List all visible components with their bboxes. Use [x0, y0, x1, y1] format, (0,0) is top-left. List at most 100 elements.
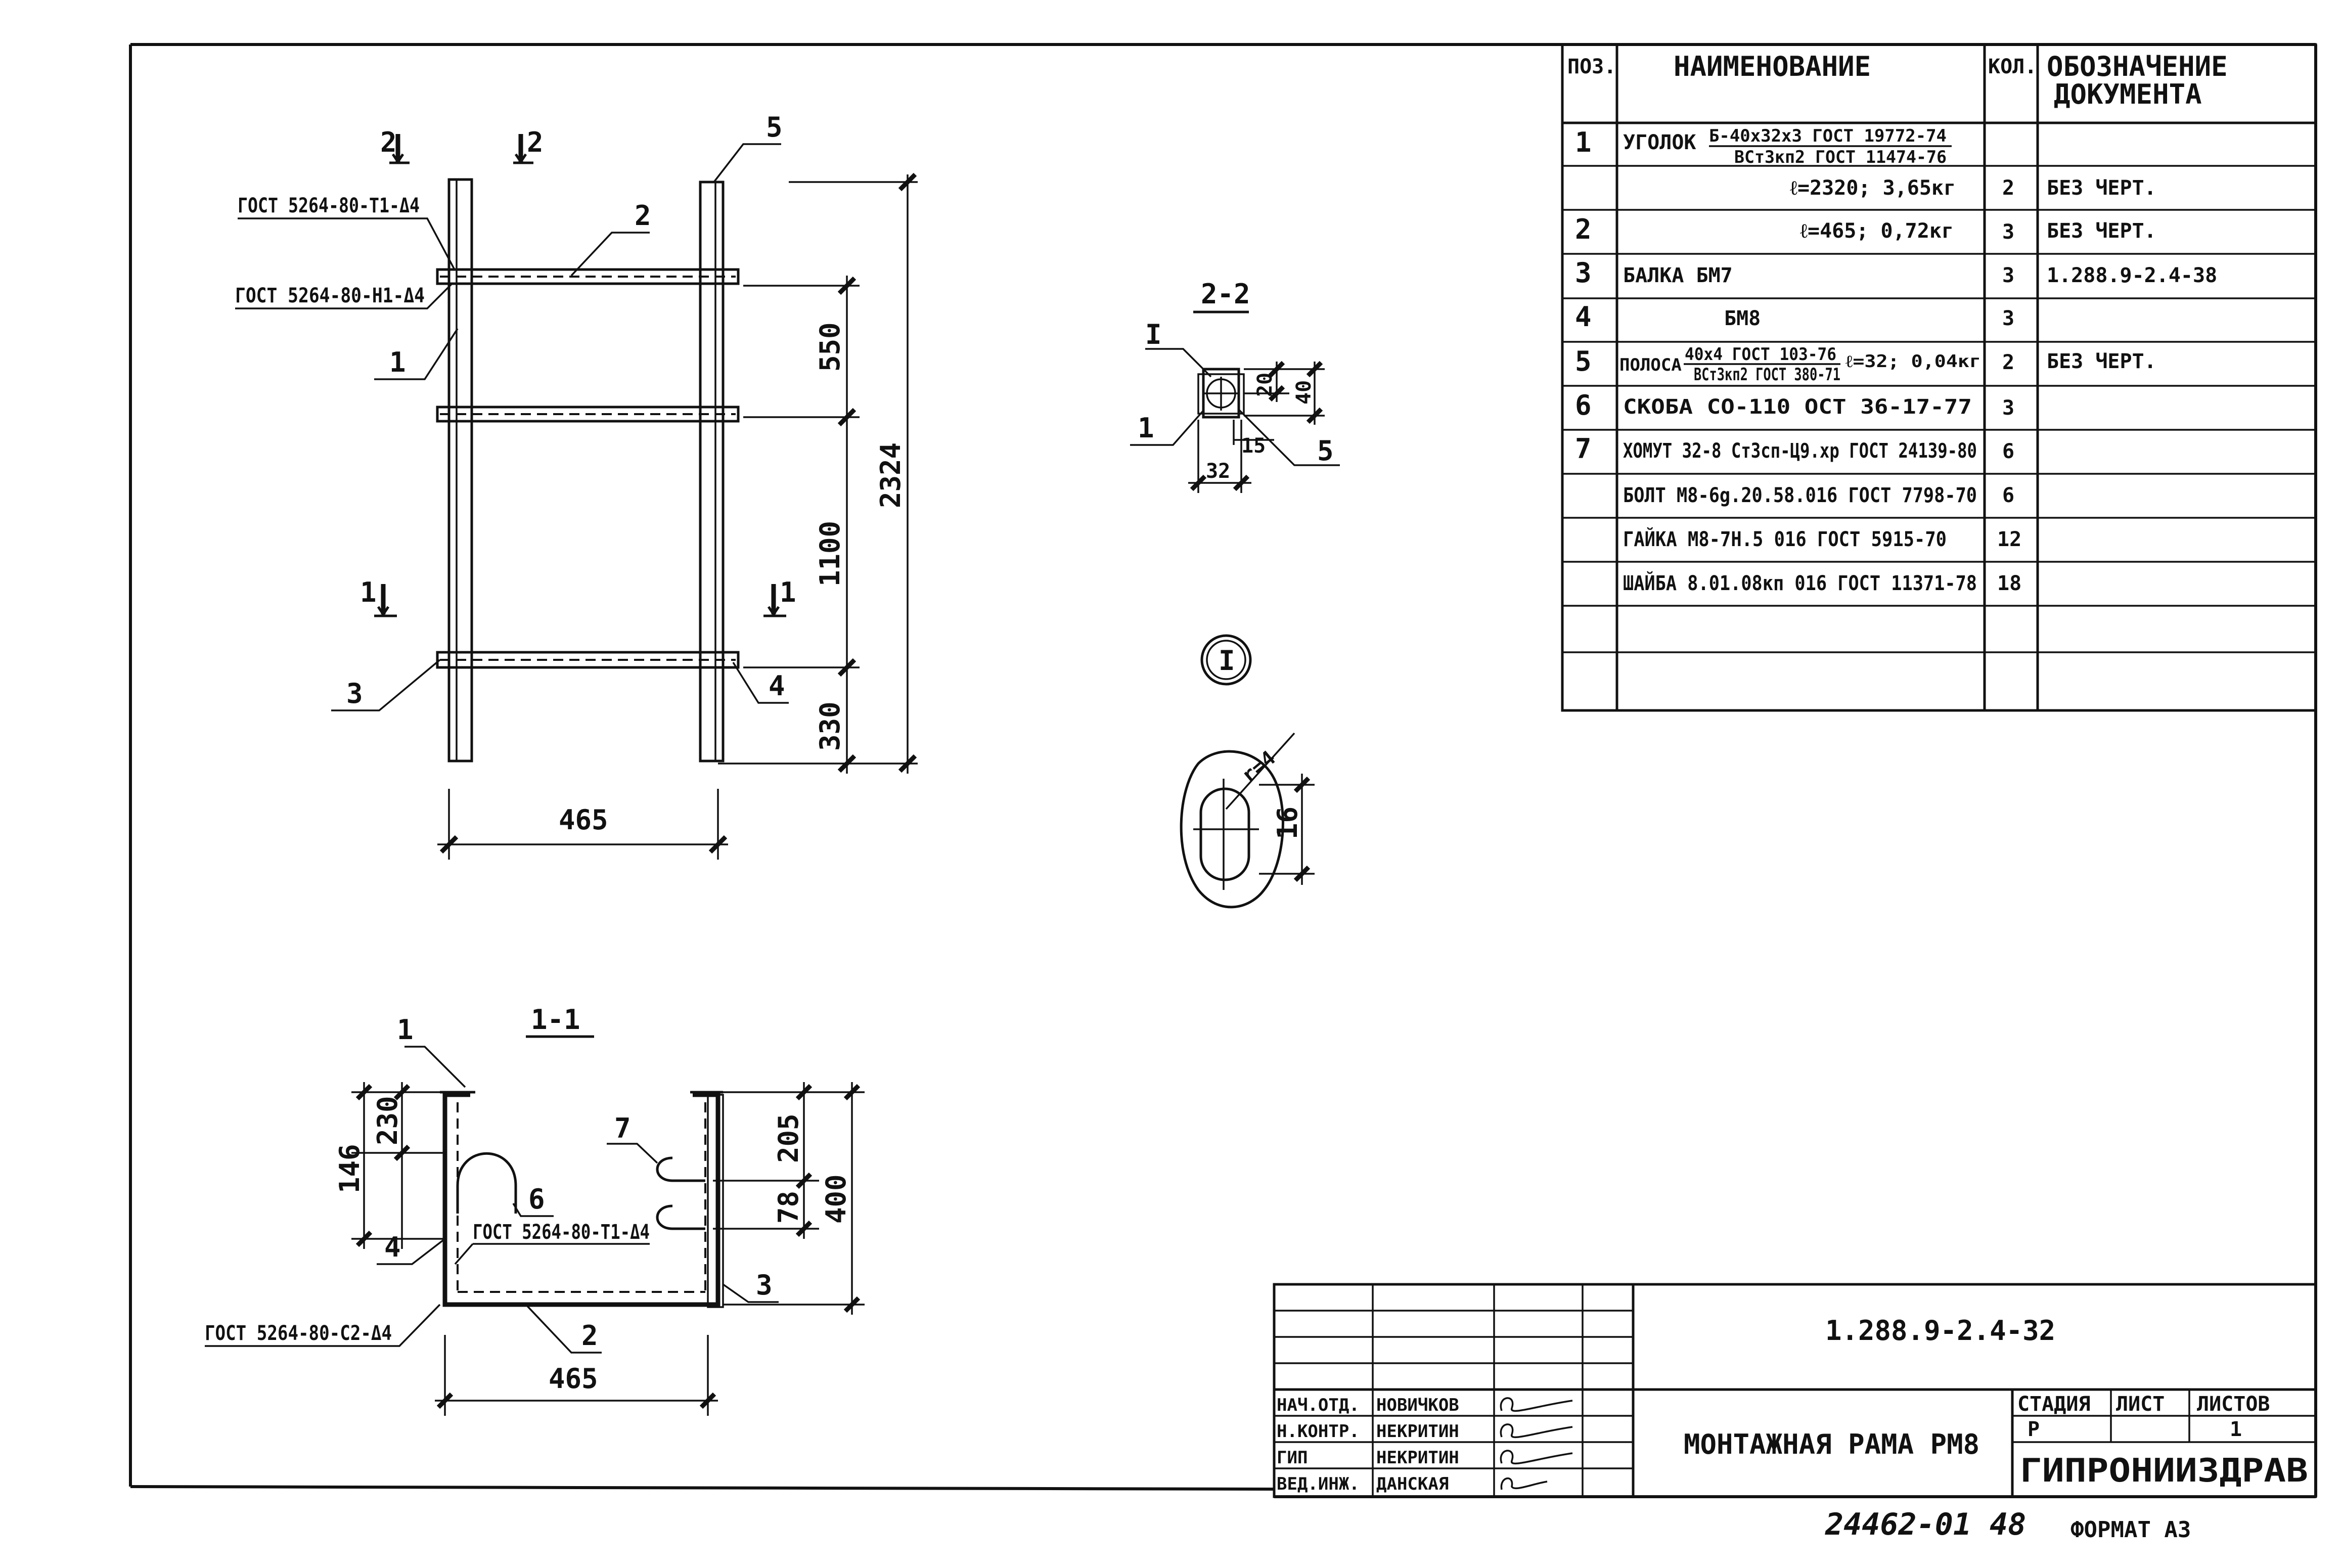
dim-40: 40: [1292, 380, 1316, 405]
weld-label-t1: ГОСТ 5264-80-Т1-Δ4: [238, 194, 420, 217]
format-label: ФОРМАТ А3: [2070, 1517, 2191, 1543]
dim-465: 465: [559, 804, 608, 836]
detail-mark-ref: I: [1145, 319, 1162, 350]
spec-row-qty: 6: [2002, 440, 2014, 463]
spec-row-name-bottom: ВСт3кп2 ГОСТ 11474-76: [1734, 147, 1947, 167]
callout-5: 5: [766, 111, 783, 143]
sign-name: ДАНСКАЯ: [1376, 1474, 1449, 1494]
dim-20: 20: [1253, 373, 1277, 397]
dim-32: 32: [1206, 460, 1230, 483]
sheets-header: ЛИСТОВ: [2197, 1393, 2270, 1416]
sheet-frame: [129, 43, 2317, 1498]
spec-row-name: ℓ=465; 0,72кг: [1800, 219, 1954, 243]
dim-16: 16: [1272, 807, 1303, 839]
frame-elevation: 2 2 1 1 ГОСТ 5264-80-Т1-Δ4 ГОСТ 5264-80-…: [235, 111, 918, 860]
spec-header-qty: КОЛ.: [1988, 55, 2037, 78]
slot-hole: [1199, 787, 1250, 881]
spec-row-qty: 3: [2002, 264, 2014, 287]
signature-scribble: [1500, 1450, 1573, 1465]
sheet-footer: 24462-01 48 ФОРМАТ А3: [1825, 1507, 2191, 1543]
section-mark-1-left: 1: [360, 576, 377, 608]
spec-row-name-bottom: ВСт3кп2 ГОСТ 380-71: [1694, 365, 1840, 385]
callout-3: 3: [346, 678, 363, 709]
spec-row-name: ГАЙКА М8-7Н.5 016 ГОСТ 5915-70: [1623, 527, 1947, 551]
spec-row-qty: 2: [2002, 176, 2014, 200]
sign-role: НАЧ.ОТД.: [1277, 1395, 1360, 1415]
section-1-1-callout-1: 1: [397, 1014, 414, 1046]
section-mark-2-left: 2: [380, 126, 397, 158]
stage-value: Р: [2028, 1418, 2040, 1441]
sign-role: Н.КОНТР.: [1277, 1421, 1360, 1442]
bottom-beam: [436, 651, 740, 669]
detail-I-mark: I: [1219, 645, 1235, 677]
section-1-1-callout-3: 3: [756, 1269, 773, 1301]
section-1-1-callout-4: 4: [384, 1231, 401, 1263]
spec-header-doc-line2: ДОКУМЕНТА: [2054, 78, 2202, 110]
spec-row-pos: 4: [1575, 301, 1592, 333]
dim-400: 400: [820, 1174, 852, 1224]
signature-scribble: [1500, 1477, 1548, 1490]
title-block: 1.288.9-2.4-32 МОНТАЖНАЯ РАМА РМ8 СТАДИЯ…: [1273, 1283, 2317, 1498]
dim-1100: 1100: [814, 521, 846, 587]
spec-row-name: БОЛТ М8-6g.20.58.016 ГОСТ 7798-70: [1623, 484, 1977, 507]
dim-146: 146: [334, 1144, 366, 1193]
spec-row-pos: 6: [1575, 389, 1592, 421]
spec-header-pos: ПОЗ.: [1567, 55, 1616, 78]
sign-role: ГИП: [1277, 1448, 1308, 1468]
spec-row-qty: 18: [1997, 572, 2021, 595]
spec-row-qty: 6: [2002, 484, 2014, 507]
spec-row-name: ПОЛОСА: [1619, 355, 1682, 375]
spec-row-pos: 7: [1575, 433, 1592, 465]
sheet-header: ЛИСТ: [2116, 1393, 2165, 1416]
top-beam: [436, 268, 740, 285]
spec-header-doc-line1: ОБОЗНАЧЕНИЕ: [2047, 51, 2228, 82]
section-2-2: 2-2 I 1 5 20 40 15 32: [1130, 278, 1340, 493]
dim-230: 230: [372, 1096, 403, 1145]
spec-row-name: ШАЙБА 8.01.08кп 016 ГОСТ 11371-78: [1623, 571, 1977, 595]
section-2-2-callout-5: 5: [1317, 435, 1334, 467]
sign-name: НЕКРИТИН: [1376, 1448, 1459, 1468]
section-mark-1-right: 1: [780, 576, 796, 608]
sign-name: НОВИЧКОВ: [1376, 1395, 1459, 1415]
section-1-1-callout-2: 2: [581, 1320, 598, 1352]
spec-row-name: БАЛКА БМ7: [1623, 264, 1733, 287]
spec-row-qty: 2: [2002, 351, 2014, 374]
spec-row-pos: 1: [1575, 126, 1592, 158]
document-number: 1.288.9-2.4-32: [1825, 1315, 2055, 1347]
spec-header-name: НАИМЕНОВАНИЕ: [1674, 51, 1871, 82]
spec-row-qty: 3: [2002, 220, 2014, 244]
section-1-1-weld-c2: ГОСТ 5264-80-С2-Δ4: [205, 1322, 392, 1345]
spec-row-pos: 3: [1575, 257, 1592, 289]
spec-row-doc: БЕЗ ЧЕРТ.: [2047, 176, 2156, 200]
bracket-6: [456, 1152, 517, 1214]
dim-78: 78: [773, 1191, 804, 1224]
stage-header: СТАДИЯ: [2017, 1393, 2091, 1416]
organization-name: ГИПРОНИИЗДРАВ: [2020, 1452, 2308, 1490]
section-2-2-title: 2-2: [1201, 278, 1250, 310]
archive-page: 48: [1990, 1507, 2026, 1542]
sign-role: ВЕД.ИНЖ.: [1277, 1474, 1360, 1494]
clamp-7-lower: [656, 1204, 705, 1230]
dim-330: 330: [814, 701, 846, 751]
middle-beam: [436, 406, 740, 423]
weld-label-n1: ГОСТ 5264-80-Н1-Δ4: [235, 284, 425, 307]
dim-205: 205: [773, 1113, 804, 1163]
spec-row-pos: 5: [1575, 345, 1592, 377]
left-post: [447, 178, 473, 763]
callout-4: 4: [769, 670, 785, 702]
spec-row-name-top: Б-40х32х3 ГОСТ 19772-74: [1709, 126, 1947, 146]
spec-row-qty: 3: [2002, 396, 2014, 420]
spec-row-doc: 1.288.9-2.4-38: [2047, 264, 2217, 287]
spec-row-qty: 12: [1997, 528, 2021, 551]
detail-I-circle: [1200, 634, 1252, 686]
section-1-1: 1-1 1 7 6 4 ГОСТ 5264-80-Т1-Δ4 3 2 ГОСТ …: [205, 1004, 865, 1416]
spec-row-name-suffix: ℓ=32; 0,04кг: [1845, 351, 1981, 372]
section-1-1-callout-7: 7: [614, 1112, 631, 1144]
section-1-1-weld-t1: ГОСТ 5264-80-Т1-Δ4: [473, 1221, 650, 1244]
section-1-1-title: 1-1: [531, 1004, 580, 1036]
dim-550: 550: [814, 322, 846, 372]
archive-number: 24462-01: [1825, 1507, 1971, 1542]
specification-table: ПОЗ. НАИМЕНОВАНИЕ КОЛ. ОБОЗНАЧЕНИЕ ДОКУМ…: [1561, 43, 2317, 712]
detail-I: I r=4 16: [1180, 634, 1315, 909]
